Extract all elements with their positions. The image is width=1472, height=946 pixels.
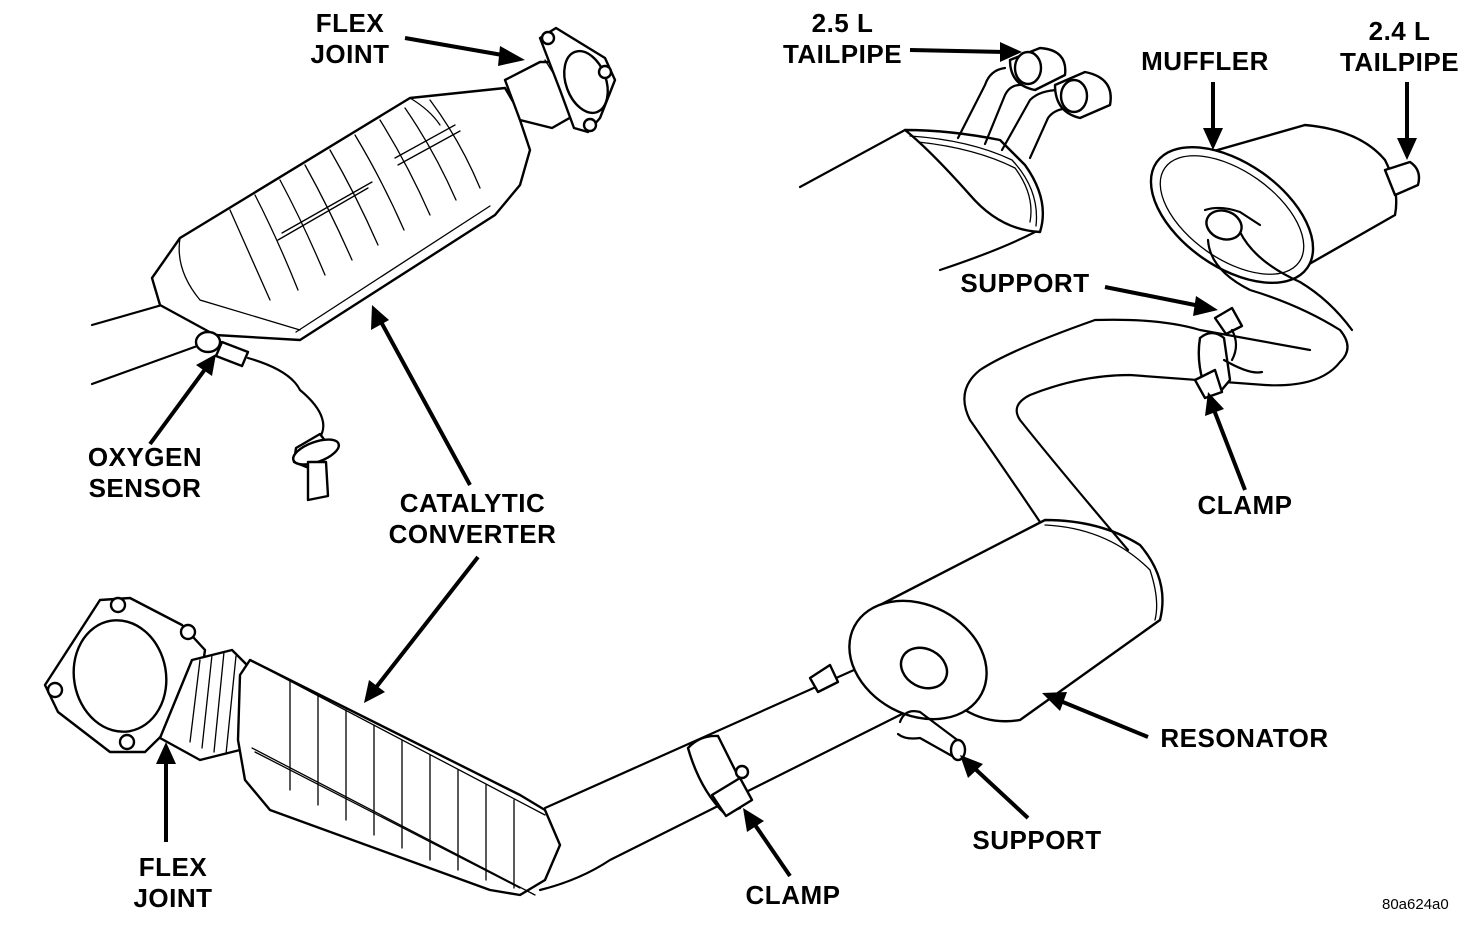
label-oxygen-sensor-line2: SENSOR — [88, 473, 202, 503]
upper-pipe-clamp — [1193, 331, 1264, 400]
lower-flex-joint — [158, 648, 264, 762]
label-support-lower: SUPPORT — [962, 825, 1112, 856]
label-support-upper-text: SUPPORT — [960, 268, 1090, 298]
label-tailpipe-25-line1: 2.5 L — [811, 8, 874, 38]
muffler-part — [1149, 123, 1421, 364]
label-clamp-lower-text: CLAMP — [745, 880, 841, 910]
label-flex-joint-bottom-line2: JOINT — [133, 883, 213, 913]
label-clamp-upper-text: CLAMP — [1197, 490, 1293, 520]
label-oxygen-sensor: OXYGEN SENSOR — [75, 442, 215, 504]
upper-catalytic-converter — [150, 86, 532, 342]
label-tailpipe-24-line1: 2.4 L — [1368, 16, 1431, 46]
label-support-upper: SUPPORT — [950, 268, 1100, 299]
lower-pipe-clamp — [686, 734, 754, 818]
label-tailpipe-24-line2: TAILPIPE — [1339, 47, 1460, 77]
upper-flex-joint — [503, 26, 617, 134]
label-tailpipe-25: 2.5 L TAILPIPE — [775, 8, 910, 70]
lower-flex-flange — [43, 596, 207, 754]
tailpipe-25-pipes — [956, 46, 1112, 160]
label-oxygen-sensor-line1: OXYGEN — [87, 442, 203, 472]
resonator-part — [808, 518, 1164, 723]
leader-arrows — [148, 36, 1417, 878]
label-resonator: RESONATOR — [1152, 723, 1337, 754]
label-tailpipe-24: 2.4 L TAILPIPE — [1332, 16, 1467, 78]
label-flex-joint-top-line1: FLEX — [315, 8, 385, 38]
label-tailpipe-25-line2: TAILPIPE — [782, 39, 903, 69]
label-flex-joint-bottom: FLEX JOINT — [123, 852, 223, 914]
resonator-support-hanger — [896, 710, 967, 762]
label-flex-joint-top-line2: JOINT — [310, 39, 390, 69]
label-catalytic-converter-line2: CONVERTER — [388, 519, 557, 549]
label-resonator-text: RESONATOR — [1160, 723, 1329, 753]
label-muffler-text: MUFFLER — [1141, 46, 1269, 76]
upper-support-hanger — [1213, 306, 1244, 362]
label-catalytic-converter-line1: CATALYTIC — [399, 488, 546, 518]
oxygen-sensor-part — [194, 330, 341, 502]
intermediate-pipe — [538, 643, 932, 892]
label-flex-joint-bottom-line1: FLEX — [138, 852, 208, 882]
label-clamp-upper: CLAMP — [1190, 490, 1300, 521]
resonator-outlet-pipe — [963, 318, 1342, 552]
lower-catalytic-converter — [236, 658, 562, 897]
tailpipe-25-muffler — [798, 128, 1044, 272]
label-flex-joint-top: FLEX JOINT — [300, 8, 400, 70]
label-muffler: MUFFLER — [1130, 46, 1280, 77]
label-support-lower-text: SUPPORT — [972, 825, 1102, 855]
figure-code: 80a624a0 — [1382, 896, 1449, 913]
label-catalytic-converter: CATALYTIC CONVERTER — [380, 488, 565, 550]
label-clamp-lower: CLAMP — [738, 880, 848, 911]
